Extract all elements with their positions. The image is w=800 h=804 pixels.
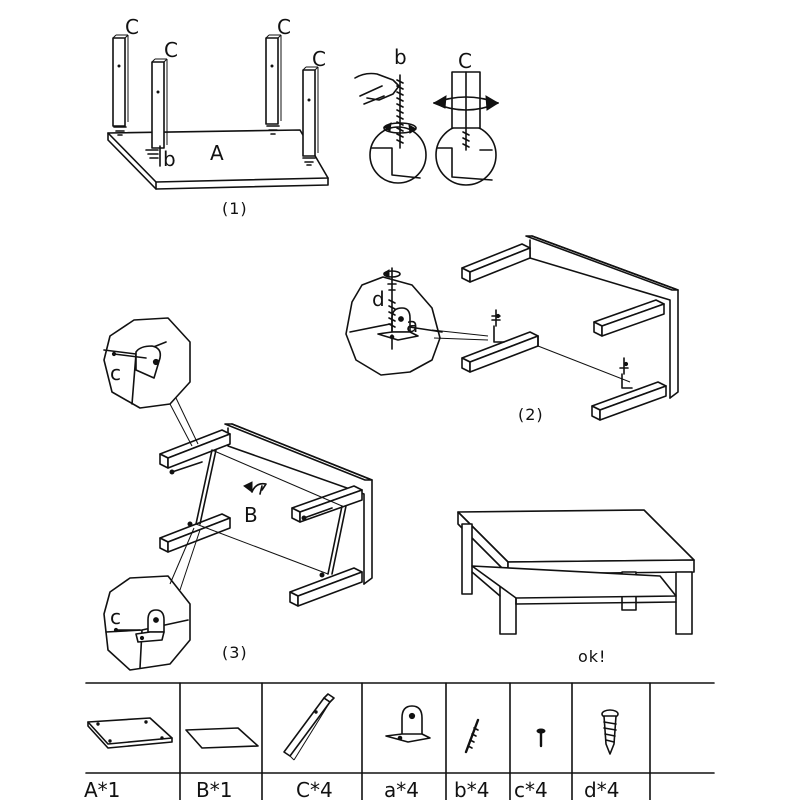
detail-twist-leg-c: C	[432, 49, 499, 186]
rail-bottom-left	[461, 331, 539, 373]
leg-c-front-right	[302, 66, 319, 166]
step2-group: d a (2)	[345, 235, 679, 424]
label-c-bottom: c	[110, 605, 121, 629]
bracket-a-right	[619, 357, 633, 389]
leg-c-front-left	[151, 58, 168, 149]
screw-b-marker	[145, 145, 161, 167]
part-d-screw-icon	[601, 709, 619, 755]
rail3-top-left	[159, 429, 231, 469]
label-leg-c-4: C	[312, 47, 326, 71]
part-label-screw-b: b*4	[454, 778, 489, 800]
detail-screw-b: b	[354, 45, 427, 184]
step3-group: B c c (3)	[103, 317, 373, 671]
parts-list-table: A*1 B*1 C*4 a*4 b*4 c*4 d*4	[84, 682, 715, 802]
label-screw-b: b	[163, 147, 176, 171]
detail-bracket-c-top: c	[103, 317, 191, 409]
finished-table: ok!	[457, 509, 695, 666]
rail-bottom-right	[591, 381, 667, 421]
bracket-a-left	[491, 309, 505, 343]
rail-top-left	[461, 243, 531, 283]
label-detail-c: C	[458, 49, 472, 73]
rail-top-right	[593, 299, 665, 337]
step1-label: (1)	[222, 199, 248, 218]
label-leg-c-3: C	[277, 15, 291, 39]
part-label-b: B*1	[196, 778, 232, 800]
label-screw-d: d	[372, 287, 385, 311]
rail3-bottom-left	[159, 513, 231, 553]
part-b-shelf	[185, 727, 259, 749]
label-board-a: A	[210, 141, 224, 165]
part-label-a: A*1	[84, 778, 120, 800]
step2-label: (2)	[518, 405, 544, 424]
label-leg-c-2: C	[164, 38, 178, 62]
part-label-c: C*4	[296, 778, 333, 800]
label-c-top: c	[110, 361, 121, 385]
shelf-b	[195, 449, 347, 575]
leg-c-back-right	[265, 34, 282, 135]
part-c-leg	[283, 693, 335, 761]
detail-bracket-c-bottom: c	[103, 575, 191, 671]
part-a-board	[87, 717, 173, 749]
part-label-screw-c: c*4	[514, 778, 548, 800]
step3-label: (3)	[222, 643, 248, 662]
part-c-screw-icon	[536, 728, 546, 748]
detail-bracket-a: d a	[345, 267, 443, 376]
label-bracket-a: a	[406, 313, 418, 337]
label-shelf-b: B	[244, 503, 258, 527]
part-a-bracket-icon	[385, 705, 431, 743]
step1-group: C C C C b A (1)	[107, 15, 329, 218]
label-detail-b: b	[394, 45, 407, 69]
leg-c-back-left	[112, 34, 129, 136]
part-b-screw-icon	[464, 718, 480, 754]
rail3-bottom-right	[289, 567, 363, 607]
part-label-screw-d: d*4	[584, 778, 619, 800]
done-label: ok!	[578, 647, 606, 666]
part-label-bracket-a: a*4	[384, 778, 419, 800]
label-leg-c-1: C	[125, 15, 139, 39]
